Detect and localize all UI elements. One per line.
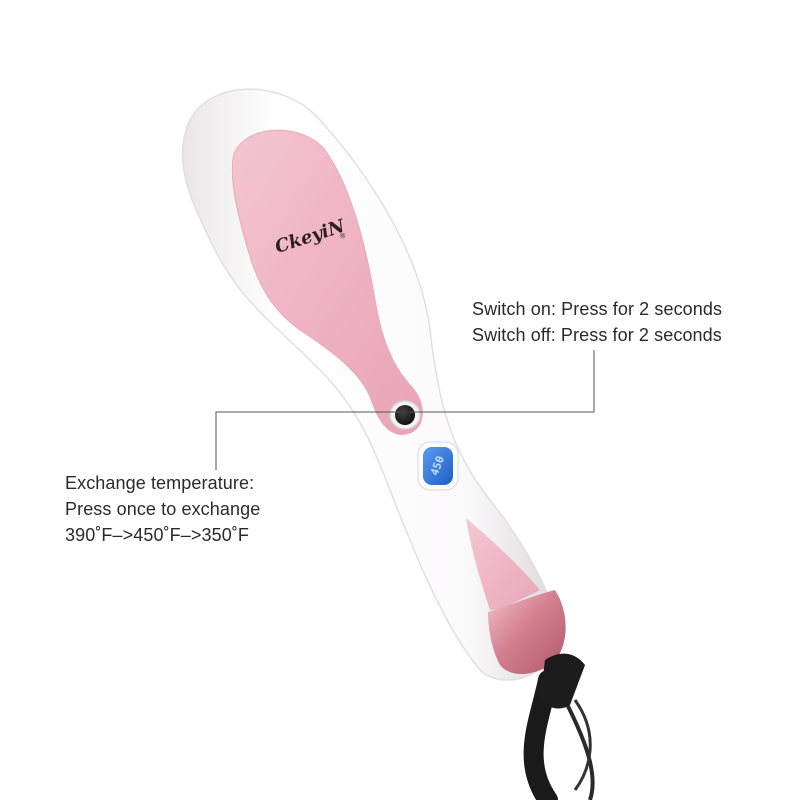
temperature-press-instruction: Press once to exchange xyxy=(65,499,261,519)
temperature-display: 450 xyxy=(417,441,459,491)
temperature-callout-line xyxy=(215,411,400,470)
temperature-heading: Exchange temperature: xyxy=(65,473,255,493)
power-button[interactable] xyxy=(389,400,421,430)
cord-strain-relief xyxy=(540,653,585,709)
temperature-instructions: Exchange temperature: Press once to exch… xyxy=(65,470,260,548)
temperature-sequence: 390˚F–>450˚F–>350˚F xyxy=(65,525,250,545)
pink-bristle-panel xyxy=(231,129,423,435)
power-callout-line xyxy=(410,350,595,413)
power-instructions: Switch on: Press for 2 seconds Switch of… xyxy=(472,296,722,348)
callout-lines xyxy=(215,350,595,470)
switch-off-instruction: Switch off: Press for 2 seconds xyxy=(472,325,722,345)
temperature-readout: 450 xyxy=(428,454,447,477)
switch-on-instruction: Switch on: Press for 2 seconds xyxy=(472,299,723,319)
pink-accent-strip xyxy=(466,518,540,610)
trademark-mark: ® xyxy=(338,231,347,241)
rose-gold-end-cap xyxy=(488,590,566,675)
